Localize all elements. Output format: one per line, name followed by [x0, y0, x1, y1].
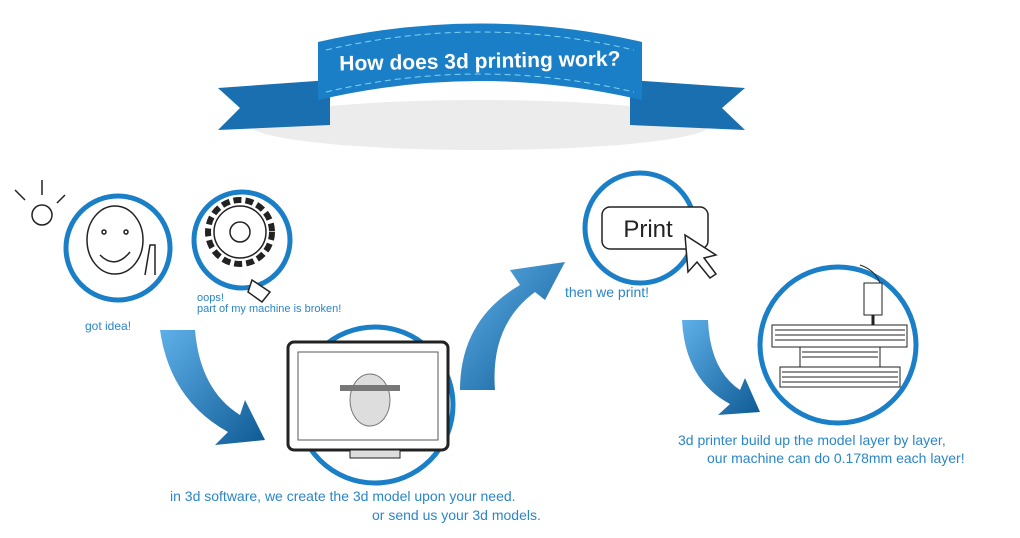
gear-icon [205, 197, 275, 304]
model-caption-line2: or send us your 3d models. [372, 507, 541, 523]
bear-model [349, 373, 391, 427]
idea-caption: got idea! [85, 319, 132, 333]
build-caption-line2: our machine can do 0.178mm each layer! [707, 450, 965, 466]
title-ribbon [218, 23, 745, 150]
print-button-label: Print [623, 216, 673, 243]
print-graphic [601, 206, 718, 280]
idea-face-icon [14, 180, 156, 276]
model-caption-line1: in 3d software, we create the 3d model u… [170, 488, 516, 504]
arrow-up [460, 262, 565, 390]
broken-caption-line1: oops! [197, 292, 224, 304]
print-caption: then we print! [565, 284, 650, 300]
arrow-down-right [682, 320, 760, 415]
page-title: How does 3d printing work? [339, 48, 621, 76]
build-caption-line1: 3d printer build up the model layer by l… [678, 432, 946, 448]
printer-layers-icon [771, 264, 908, 388]
broken-caption-line2: part of my machine is broken! [197, 303, 342, 315]
arrow-down-left [160, 330, 265, 445]
monitor-icon [286, 340, 450, 459]
